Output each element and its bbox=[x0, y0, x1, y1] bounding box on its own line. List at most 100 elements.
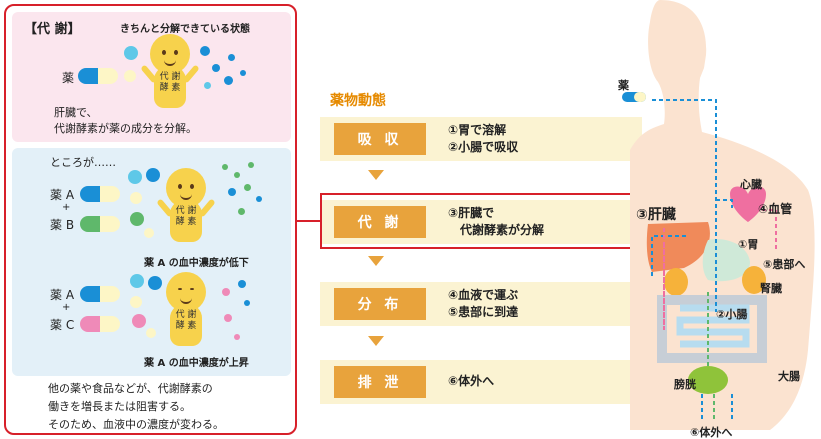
step-label: 分 布 bbox=[334, 288, 426, 320]
step-metabolism: 代 謝 ③肝臓で 代謝酵素が分解 bbox=[320, 200, 642, 244]
result-text: 薬 A の血中濃度が上昇 bbox=[144, 358, 249, 369]
enzyme-mascot-inhibited: 代 謝酵 素 bbox=[156, 168, 216, 246]
drug-c-label: 薬 C bbox=[50, 318, 75, 332]
step-description: ⑥体外へ bbox=[448, 374, 495, 388]
bladder-shape bbox=[688, 366, 728, 394]
intro-text: ところが…… bbox=[50, 156, 116, 169]
label-large-intestine: 大腸 bbox=[778, 370, 800, 383]
drug-a-label: 薬 A bbox=[50, 288, 75, 302]
molecule-dot bbox=[228, 54, 235, 61]
step-label: 吸 収 bbox=[334, 123, 426, 155]
caption-line: 肝臓で、 bbox=[54, 106, 98, 119]
label-drug: 薬 bbox=[618, 79, 629, 92]
label-liver: ③肝臓 bbox=[636, 207, 676, 223]
down-arrow-icon bbox=[368, 170, 384, 180]
molecule-dot bbox=[222, 164, 228, 170]
molecule-dot bbox=[124, 70, 136, 82]
molecule-dot bbox=[238, 208, 245, 215]
footer-line: 他の薬や食品などが、代謝酵素の bbox=[48, 382, 213, 395]
connector-line bbox=[297, 220, 320, 222]
down-arrow-icon bbox=[368, 256, 384, 266]
molecule-dot bbox=[146, 168, 160, 182]
molecule-dot bbox=[234, 334, 240, 340]
plus-label: + bbox=[62, 302, 71, 313]
step-description: ③肝臓で 代謝酵素が分解 bbox=[448, 206, 545, 237]
molecule-dot bbox=[256, 196, 262, 202]
label-out: ⑥体外へ bbox=[690, 426, 733, 439]
label-heart: 心臓 bbox=[740, 178, 762, 191]
large-intestine-shape bbox=[657, 295, 767, 363]
molecule-dot bbox=[130, 296, 142, 308]
step-excretion: 排 泄 ⑥体外へ bbox=[320, 360, 642, 404]
drug-b-capsule bbox=[80, 216, 120, 232]
molecule-dot bbox=[124, 46, 138, 60]
molecule-dot bbox=[148, 276, 162, 290]
molecule-dot bbox=[222, 288, 230, 296]
result-text: 薬 A の血中濃度が低下 bbox=[144, 258, 249, 269]
drug-c-capsule bbox=[80, 316, 120, 332]
stomach-shape bbox=[702, 239, 750, 282]
heart-shape bbox=[730, 186, 766, 222]
molecule-dot bbox=[204, 82, 211, 89]
normal-metabolism-section: 【代 謝】 きちんと分解できている状態 薬 代 謝酵 素 肝臓で、 代謝酵素が薬… bbox=[12, 12, 291, 142]
molecule-dot bbox=[244, 184, 251, 191]
drug-path bbox=[652, 99, 717, 312]
body-illustration bbox=[622, 0, 815, 430]
molecule-dot bbox=[212, 64, 220, 72]
drug-b-label: 薬 B bbox=[50, 218, 75, 232]
panel-subheading: きちんと分解できている状態 bbox=[120, 24, 250, 35]
enzyme-mascot: 代 謝酵 素 bbox=[140, 34, 200, 112]
footer-line: 働きを増長または阻害する。 bbox=[48, 400, 191, 413]
drug-path bbox=[716, 199, 733, 208]
label-kidney: 腎臓 bbox=[760, 282, 782, 295]
step-label: 代 謝 bbox=[334, 206, 426, 238]
metabolism-panel: 【代 謝】 きちんと分解できている状態 薬 代 謝酵 素 肝臓で、 代謝酵素が薬… bbox=[4, 4, 297, 435]
enzyme-mascot-sleepy: 代 謝酵 素 bbox=[162, 272, 210, 350]
molecule-dot bbox=[244, 300, 250, 306]
drug-a-label: 薬 A bbox=[50, 188, 75, 202]
interaction-section: ところが…… 薬 A + 薬 B 代 謝酵 素 bbox=[12, 148, 291, 376]
blood-path bbox=[663, 209, 777, 330]
down-arrow-icon bbox=[368, 336, 384, 346]
panel-heading: 【代 謝】 bbox=[24, 22, 81, 37]
caption-line: 代謝酵素が薬の成分を分解。 bbox=[54, 122, 197, 135]
kidney-shape bbox=[664, 268, 688, 296]
label-bladder: 膀胱 bbox=[674, 378, 696, 391]
molecule-dot bbox=[144, 228, 154, 238]
molecule-dot bbox=[224, 76, 233, 85]
molecule-dot bbox=[238, 280, 246, 288]
molecule-dot bbox=[234, 172, 240, 178]
drug-a-capsule bbox=[80, 186, 120, 202]
molecule-dot bbox=[248, 162, 254, 168]
body-silhouette bbox=[630, 0, 815, 430]
molecule-dot bbox=[200, 46, 210, 56]
step-label: 排 泄 bbox=[334, 366, 426, 398]
kidney-shape bbox=[742, 266, 766, 294]
molecule-dot bbox=[130, 192, 142, 204]
label-affected-area: ⑤患部へ bbox=[763, 258, 806, 271]
excretion-path bbox=[701, 394, 733, 420]
drug-capsule bbox=[78, 68, 118, 84]
molecule-dot bbox=[128, 170, 142, 184]
molecule-dot bbox=[146, 328, 156, 338]
molecule-dot bbox=[240, 70, 246, 76]
drug-label: 薬 bbox=[62, 71, 75, 85]
molecule-dot bbox=[228, 188, 236, 196]
molecule-dot bbox=[224, 314, 232, 322]
excretion-path bbox=[707, 292, 715, 420]
label-small-intestine: ②小腸 bbox=[716, 308, 748, 321]
molecule-dot bbox=[130, 212, 144, 226]
flow-title: 薬物動態 bbox=[330, 93, 386, 109]
small-intestine-shape bbox=[676, 304, 750, 348]
label-vessel: ④血管 bbox=[758, 202, 793, 216]
label-stomach: ①胃 bbox=[738, 238, 759, 251]
liver-shape bbox=[646, 222, 710, 272]
plus-label: + bbox=[62, 202, 71, 213]
molecule-dot bbox=[130, 274, 144, 288]
molecule-dot bbox=[132, 314, 146, 328]
footer-line: そのため、血液中の濃度が変わる。 bbox=[48, 418, 224, 431]
